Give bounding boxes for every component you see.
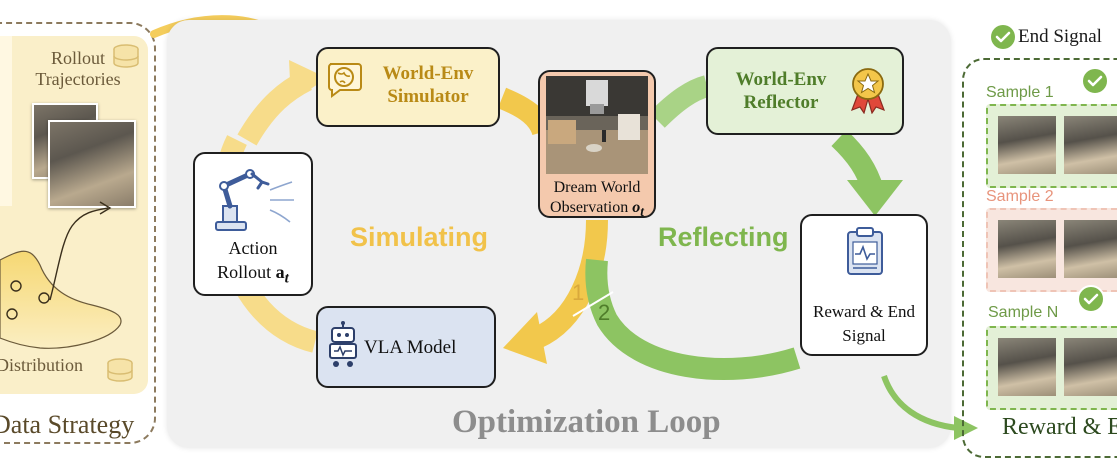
reward-end-signal-label: Reward & End Signal [813, 302, 915, 345]
database-icon-bottom [107, 358, 133, 382]
distribution-curve [0, 201, 122, 349]
world-env-reflector-label: World-Env Reflector [735, 69, 827, 113]
reflecting-label: Reflecting [658, 222, 789, 252]
globe-chat-icon [328, 63, 362, 98]
sample-1-check-icon [1081, 67, 1109, 95]
path-number-one: 1 [572, 280, 585, 305]
sample-2-label: Sample 2 [986, 188, 1054, 205]
data-strategy-panel [0, 22, 156, 444]
dream-world-image [546, 76, 648, 174]
reward-panel [962, 58, 1117, 458]
sample-n-frame-2 [1064, 338, 1117, 396]
reward-panel-title: Reward & E [1002, 414, 1117, 440]
rollout-trajectories-label: Rollout Trajectories [35, 48, 121, 89]
optimization-loop-title: Optimization Loop [452, 404, 721, 440]
award-badge-icon [850, 68, 886, 114]
simulating-label: Simulating [350, 222, 489, 252]
sample-n-check-icon [1077, 285, 1105, 313]
vla-model-label: VLA Model [364, 337, 457, 358]
world-env-simulator-label: World-Env Simulator [382, 63, 474, 107]
output-arrow [881, 374, 978, 440]
action-rollout-text: Action Rollout [217, 238, 278, 282]
dream-observation-text: Dream World Observation [550, 179, 641, 216]
dream-world-observation-label: Dream World Observation ot [540, 178, 654, 222]
trajectory-thumbnail-front [48, 120, 136, 208]
sample-n-label: Sample N [988, 304, 1059, 321]
data-strategy-inner-card [0, 36, 12, 206]
distribution-label: Distribution [0, 355, 84, 375]
clipboard-icon [847, 227, 883, 275]
observation-symbol: o [632, 199, 641, 216]
sample-2-frame-1 [998, 220, 1056, 278]
robot-icon [329, 321, 357, 367]
data-strategy-title: Data Strategy [0, 410, 135, 439]
database-icon-top [113, 44, 139, 68]
sample-2-frame-2 [1064, 220, 1117, 278]
action-rollout-label: Action Rollout at [200, 236, 306, 291]
observation-subscript: t [640, 204, 644, 220]
sample-1-frame-1 [998, 116, 1056, 174]
end-signal-heading: End Signal [1018, 26, 1102, 47]
sample-2-frames [986, 208, 1117, 292]
path-number-two: 2 [598, 300, 611, 325]
sample-n-frame-1 [998, 338, 1056, 396]
sample-1-frames [986, 104, 1117, 188]
robot-arm-icon [215, 169, 294, 231]
sample-n-frames [986, 326, 1117, 410]
sample-1-frame-2 [1064, 116, 1117, 174]
sample-1-label: Sample 1 [986, 84, 1054, 101]
action-symbol: a [275, 262, 285, 282]
end-signal-check-icon [991, 25, 1015, 49]
action-subscript: t [284, 270, 289, 287]
